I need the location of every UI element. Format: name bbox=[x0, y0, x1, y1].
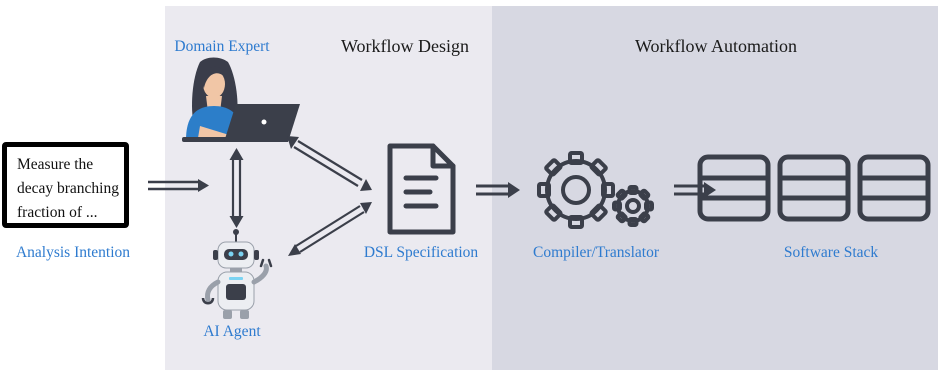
workflow-design-title: Workflow Design bbox=[340, 36, 470, 56]
analysis-intention-box: Measure the decay branching fraction of … bbox=[2, 142, 129, 228]
gear-tooth bbox=[568, 215, 584, 229]
gear-tooth bbox=[627, 217, 639, 227]
arrow-expert-agent bbox=[229, 148, 244, 228]
workflow-automation-panel bbox=[492, 6, 938, 370]
gear-tooth bbox=[544, 158, 563, 177]
gear-tooth bbox=[589, 158, 608, 177]
gear-tooth bbox=[568, 151, 584, 165]
compiler-translator-label: Compiler/Translator bbox=[532, 244, 660, 261]
arrow-intention-to-expert bbox=[148, 179, 209, 192]
document-icon bbox=[387, 143, 456, 235]
domain-expert-label: Domain Expert bbox=[174, 38, 270, 55]
software-stack-label: Software Stack bbox=[783, 244, 879, 261]
gear-tooth bbox=[544, 203, 563, 222]
gear-tooth bbox=[638, 211, 651, 224]
ai-agent-label: AI Agent bbox=[203, 323, 261, 340]
gear-tooth bbox=[644, 200, 654, 212]
arrow-expert-dsl bbox=[287, 136, 372, 191]
gears-icon bbox=[537, 151, 654, 229]
gear-tooth bbox=[615, 188, 628, 201]
gear-tooth bbox=[537, 182, 551, 198]
workflow-automation-title: Workflow Automation bbox=[634, 36, 798, 56]
gear-tooth bbox=[638, 188, 651, 201]
arrow-dsl-to-compiler bbox=[476, 182, 520, 198]
person-laptop-icon bbox=[182, 57, 300, 142]
gear-tooth bbox=[627, 185, 639, 195]
gear-tooth bbox=[612, 200, 622, 212]
gear-tooth bbox=[589, 203, 608, 222]
dsl-specification-label: DSL Specification bbox=[363, 244, 479, 261]
gear-tooth bbox=[601, 182, 615, 198]
analysis-intention-label: Analysis Intention bbox=[15, 244, 131, 261]
arrow-agent-dsl bbox=[288, 202, 372, 256]
analysis-intention-text: Measure the decay branching fraction of … bbox=[17, 156, 119, 221]
database-stack-icon bbox=[697, 154, 931, 222]
robot-icon bbox=[201, 229, 273, 319]
arrow-compiler-to-software bbox=[674, 182, 716, 198]
gear-tooth bbox=[615, 211, 628, 224]
